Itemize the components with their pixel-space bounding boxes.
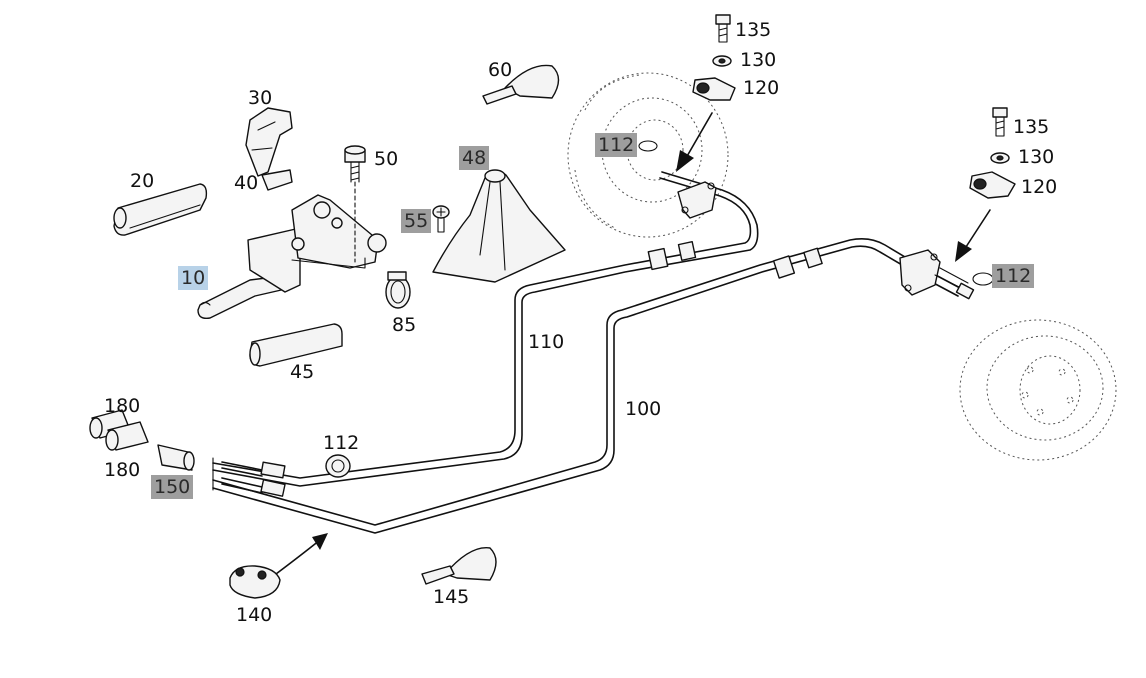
part-number-180-top: 180	[104, 395, 141, 417]
fastener-set-lower-drawing	[969, 107, 1016, 199]
part-number-115-right[interactable]: 112	[992, 264, 1035, 288]
brake-disc-right-drawing	[959, 319, 1117, 461]
part-number-45: 45	[290, 361, 315, 383]
part-number-140: 140	[236, 604, 273, 626]
part-number-135-upper: 135	[735, 19, 772, 41]
arrows-drawing	[271, 112, 991, 578]
part-number-20: 20	[130, 170, 155, 192]
cable-tie-60-drawing	[482, 64, 560, 105]
cable-110-drawing	[212, 171, 759, 487]
part-number-30: 30	[248, 87, 273, 109]
part-number-60: 60	[488, 59, 513, 81]
grip-20-drawing	[113, 183, 208, 236]
part-number-145: 145	[433, 586, 470, 608]
cable-ends-drawing	[212, 457, 286, 497]
bushing-140-drawing	[229, 565, 281, 599]
part-number-135-lower: 135	[1013, 116, 1050, 138]
clamp-85-drawing	[385, 271, 411, 309]
part-number-112: 112	[323, 432, 360, 454]
part-number-110: 110	[528, 331, 565, 353]
part-number-130-upper: 130	[740, 49, 777, 71]
screw-55-drawing	[432, 205, 450, 233]
part-number-180-bottom: 180	[104, 459, 141, 481]
part-number-130-lower: 130	[1018, 146, 1055, 168]
fastener-set-upper-drawing	[692, 14, 736, 101]
part-number-10[interactable]: 10	[178, 266, 209, 290]
part-number-55[interactable]: 55	[401, 209, 432, 233]
part-number-48[interactable]: 48	[459, 146, 490, 170]
part-number-120-upper: 120	[743, 77, 780, 99]
grommet-112-drawing	[325, 454, 351, 478]
cable-tie-145-drawing	[421, 547, 497, 585]
part-number-120-lower: 120	[1021, 176, 1058, 198]
part-number-150[interactable]: 150	[151, 475, 194, 499]
sleeve-45-drawing	[249, 323, 343, 367]
part-number-50: 50	[374, 148, 399, 170]
lever-10-drawing	[197, 194, 387, 320]
part-number-40: 40	[234, 172, 259, 194]
connectors-150-180-drawing	[89, 409, 195, 471]
part-number-100: 100	[625, 398, 662, 420]
clip-30-40-drawing	[245, 107, 293, 191]
boot-48-drawing	[432, 169, 566, 283]
cable-100-drawing	[212, 238, 975, 534]
part-number-85: 85	[392, 314, 417, 336]
bolt-50-drawing	[344, 145, 366, 263]
part-number-115-left[interactable]: 112	[595, 133, 638, 157]
